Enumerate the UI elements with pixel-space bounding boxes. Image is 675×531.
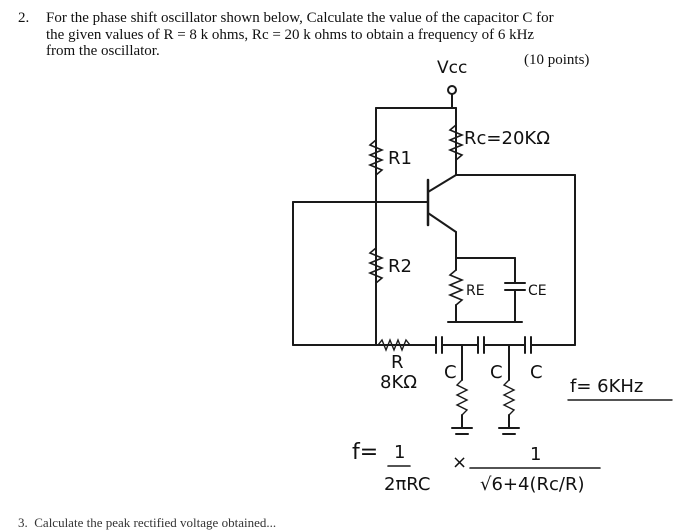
vcc-terminal: [447, 85, 457, 95]
rc-label: Rc=20KΩ: [464, 128, 550, 149]
vcc-label: Vcc: [437, 58, 468, 78]
re-label: RE: [466, 283, 485, 299]
next-question: 3. Calculate the peak rectified voltage …: [18, 515, 277, 530]
question-number: 2.: [18, 10, 30, 26]
r2-resistor: [367, 247, 385, 284]
points-label: (10 points): [524, 52, 590, 68]
ladder-c2-label: C: [490, 362, 503, 383]
re-resistor: [447, 269, 465, 306]
r2-label: R2: [388, 256, 412, 277]
ladder-r-label: R: [391, 352, 404, 373]
ladder-c1-label: C: [444, 362, 457, 383]
ladder-c3-label: C: [530, 362, 543, 383]
formula-numerator-2: 1: [530, 444, 542, 465]
rc-resistor: [447, 124, 465, 161]
formula-numerator-1: 1: [394, 442, 406, 463]
question-line-2: the given values of R = 8 k ohms, Rc = 2…: [46, 27, 535, 43]
shunt-resistor-2: [502, 379, 516, 416]
question-line-1: For the phase shift oscillator shown bel…: [46, 10, 554, 26]
shunt-resistor-1: [455, 379, 469, 416]
frequency-label: f= 6KHz: [570, 376, 644, 397]
ladder-resistor-r: [377, 338, 411, 352]
formula-times: ×: [452, 452, 468, 473]
formula-lhs: f=: [352, 440, 379, 465]
formula-denominator-1: 2πRC: [384, 474, 431, 495]
transistor-collector: [427, 174, 457, 193]
r1-resistor: [367, 139, 385, 176]
r1-label: R1: [388, 148, 412, 169]
transistor-emitter: [427, 212, 457, 233]
question-line-3: from the oscillator.: [46, 43, 160, 59]
formula-denominator-2: √6+4(Rc/R): [480, 474, 585, 495]
ce-label: CE: [528, 283, 547, 299]
ladder-r-value: 8KΩ: [380, 372, 418, 393]
